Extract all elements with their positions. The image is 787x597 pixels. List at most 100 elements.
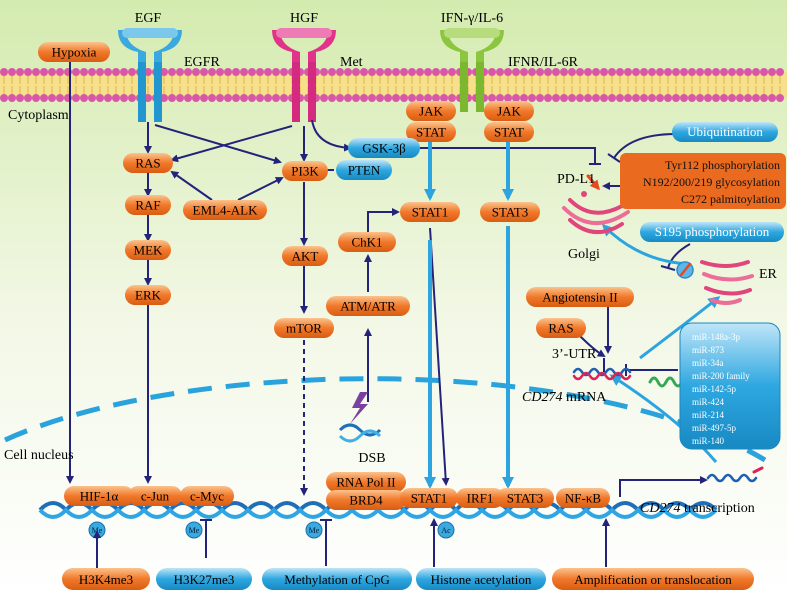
s195-phosphorylation-node: S195 phosphorylation [640,222,784,242]
membrane-head [680,68,688,76]
membrane-head [680,94,688,102]
mirna-item: miR-148a-3p [692,332,740,342]
membrane-head [328,94,336,102]
amplification-node: Amplification or translocation [552,568,754,590]
membrane-head [392,94,400,102]
mtor-node: mTOR [274,318,334,338]
arrow-ras-utr [579,335,606,358]
epigenetic-mark [437,521,455,539]
cmyc-node-label: c-Myc [190,489,224,504]
membrane-head [192,68,200,76]
amplification-node-label: Amplification or translocation [574,572,732,587]
membrane-head [576,94,584,102]
membrane-head [576,68,584,76]
membrane-head [704,68,712,76]
membrane-head [416,94,424,102]
membrane-head [664,94,672,102]
hypoxia-node: Hypoxia [38,42,110,62]
membrane-head [408,94,416,102]
membrane-head [224,94,232,102]
mrna-label: CD274 mRNA [522,390,607,405]
membrane-head [240,68,248,76]
membrane-head [520,94,528,102]
cmyc-node-shape [180,486,234,506]
membrane-head [640,68,648,76]
membrane-head [112,68,120,76]
amplification-node-shape [552,568,754,590]
eml4-alk-node: EML4-ALK [183,200,267,220]
receptor-egfr: EGFR [184,55,220,70]
mrna-suffix: mRNA [562,390,607,405]
membrane-head [80,94,88,102]
membrane-head [104,68,112,76]
arrow-eml4-ras [170,170,213,201]
inhibit-cpg [320,519,332,566]
membrane-head [736,94,744,102]
h3k4me3-node-shape [62,568,150,590]
ligand-ifn: IFN-γ/IL-6 [441,11,503,26]
inhibit-ubiquitination-pdl1 [607,133,677,163]
ras-mrna-node-shape [536,318,586,338]
membrane-head [424,94,432,102]
membrane-head [16,68,24,76]
membrane-head [200,94,208,102]
ligand-egf: EGF [135,11,162,26]
membrane-head [440,68,448,76]
membrane-head [712,68,720,76]
ptm-box [620,153,786,209]
membrane-head [280,68,288,76]
membrane-head [400,94,408,102]
jak-node-1: JAK [406,101,456,121]
akt-node-shape [282,246,328,266]
stat1-node: STAT1 [400,202,460,222]
membrane-head [368,68,376,76]
histone-acetylation-node: Histone acetylation [416,568,546,590]
pi3k-node: PI3K [282,161,328,181]
membrane-head [72,68,80,76]
cjun-node-label: c-Jun [141,489,170,504]
methylation-cpg-node-shape [262,568,412,590]
rna-pol-ii-node-label: RNA Pol II [336,475,395,490]
cjun-node-shape [128,486,182,506]
region-cytoplasm: Cytoplasm [8,108,69,123]
stat1-nucleus-node-label: STAT1 [411,491,448,506]
epigenetic-mark [305,521,323,539]
membrane-head [544,94,552,102]
nfkb-node: NF-κB [556,488,610,508]
stat1-nucleus-node: STAT1 [400,488,458,508]
raf-node-shape [125,195,171,215]
membrane-head [504,68,512,76]
membrane-head [216,94,224,102]
membrane-head [584,68,592,76]
membrane-head [616,94,624,102]
mtor-node-shape [274,318,334,338]
stat-node-2-label: STAT [494,125,524,140]
membrane-head [56,94,64,102]
pten-node-label: PTEN [348,163,381,178]
membrane-head [216,68,224,76]
h3k4me3-node: H3K4me3 [62,568,150,590]
membrane-head [728,68,736,76]
stat3-node: STAT3 [480,202,540,222]
stat-node-1: STAT [406,122,456,142]
atm-atr-node-label: ATM/ATR [340,299,396,314]
ptm-line-2: N192/200/219 glycosylation [643,175,780,189]
membrane-head [208,94,216,102]
stat3-node-shape [480,202,540,222]
membrane-head [368,94,376,102]
membrane-head [528,68,536,76]
arrow-chk1-stat1 [367,208,400,232]
arrow-nfkb-transcription [619,476,708,497]
membrane-head [768,68,776,76]
ligand-hgf: HGF [290,11,318,26]
mirna-item: miR-424 [692,397,725,407]
membrane-head [704,94,712,102]
transcription-gene: CD274 [640,501,680,516]
membrane-head [720,68,728,76]
stat3-node-label: STAT3 [492,205,529,220]
erk-node-shape [125,285,171,305]
arrow-eml4-pi3k [237,177,284,201]
inhibit-gsk-pdl1 [420,147,601,165]
pi3k-node-shape [282,161,328,181]
